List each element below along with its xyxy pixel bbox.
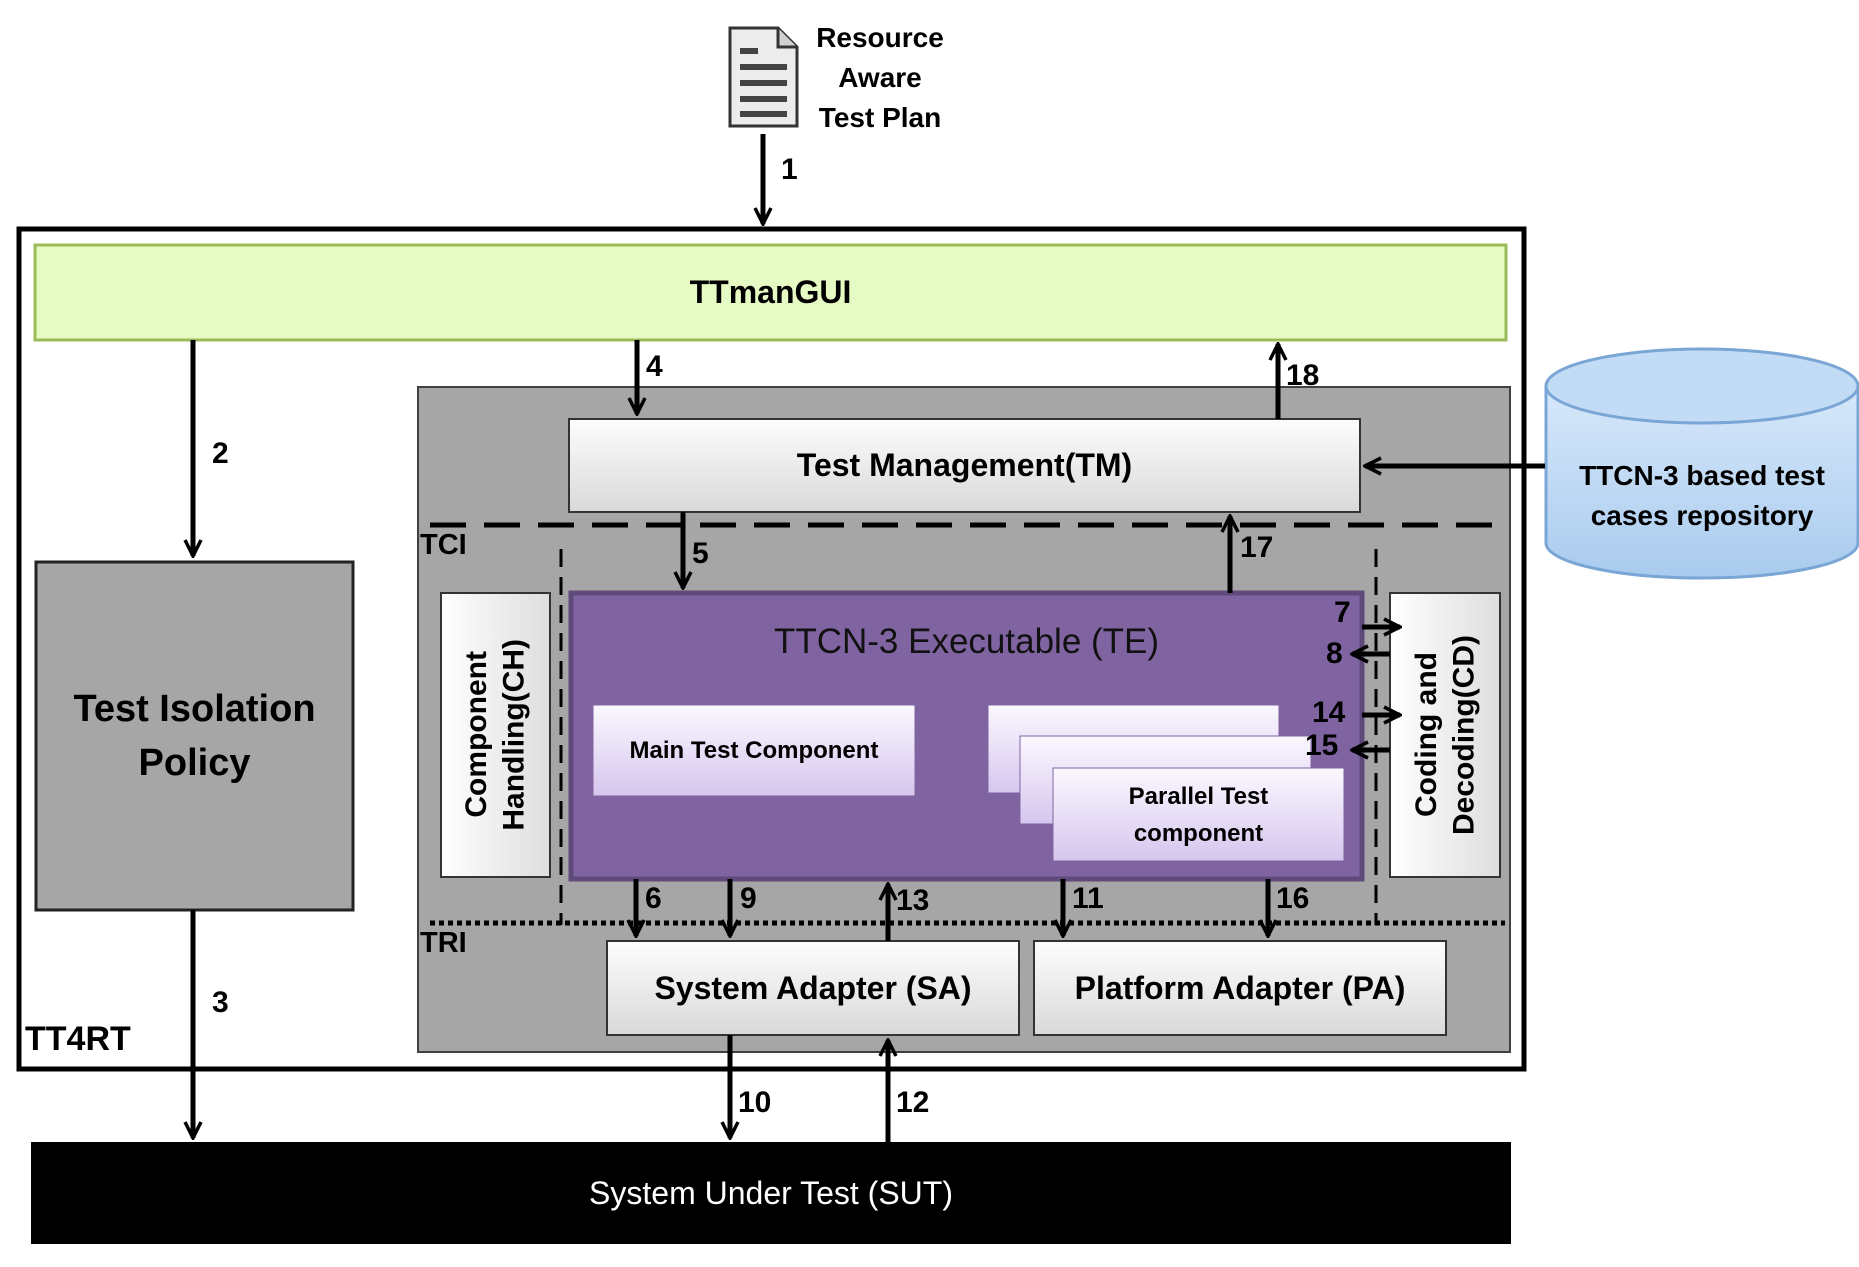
arrow-label-11: 11 [1072,882,1104,915]
arrow-label-10: 10 [738,1086,771,1119]
arrow-label-14: 14 [1312,696,1346,729]
coding-decoding-text: Coding and Decoding(CD) [1408,635,1483,835]
system-adapter-label: System Adapter (SA) [654,969,972,1006]
arrow-label-18: 18 [1286,359,1319,392]
coding-decoding-box [1389,592,1501,878]
platform-adapter-box [1033,940,1447,1036]
arrow-label-3: 3 [212,986,229,1019]
arrow-label-7: 7 [1334,596,1351,629]
tip-line-2: Policy [138,742,251,784]
main-test-component-label: Main Test Component [629,736,879,764]
platform-adapter-label: Platform Adapter (PA) [1074,969,1406,1006]
tci-label: TCI [420,529,467,561]
parallel-test-component-label: Parallel Test component [1053,768,1344,861]
tci-region-border [559,549,1378,925]
resource-line-2: Aware [838,62,922,93]
main-test-component-box [592,704,916,797]
document-icon [728,26,799,128]
component-handling-text: Component Handling(CH) [458,639,533,831]
arrow-label-12: 12 [896,1086,929,1119]
arrow-label-13: 13 [896,884,929,917]
arrow-label-15: 15 [1305,729,1338,762]
system-adapter-box [606,940,1020,1036]
repository-cylinder [1544,347,1859,580]
resource-line-1: Resource [816,22,944,53]
tt4rt-label: TT4RT [25,1020,131,1058]
arrow-label-16: 16 [1276,882,1309,915]
cd-line-1: Coding and [1409,652,1443,818]
ptc-line-1: Parallel Test [1128,782,1269,810]
repository-label: TTCN-3 based test cases repository [1546,442,1858,550]
tip-line-1: Test Isolation [73,688,316,730]
arrow-label-6: 6 [645,882,662,915]
test-management-box [568,418,1361,513]
component-handling-box [440,592,551,878]
coding-decoding-label: Coding and Decoding(CD) [1390,593,1500,877]
test-isolation-policy-label: Test Isolation Policy [36,562,353,910]
ttmangui-bar [33,243,1508,342]
sut-box [31,1142,1511,1244]
tri-label: TRI [420,927,467,959]
ttmangui-label: TTmanGUI [689,274,852,310]
arrow-label-8: 8 [1326,637,1343,670]
sut-label: System Under Test (SUT) [589,1174,953,1211]
te-title: TTCN-3 Executable (TE) [773,622,1160,661]
resource-line-3: Test Plan [818,102,942,133]
arrow-label-4: 4 [646,350,663,383]
arrow-label-2: 2 [212,437,229,470]
parallel-component-front [1052,767,1345,862]
test-management-label: Test Management(TM) [796,447,1133,483]
ch-line-2: Handling(CH) [497,639,531,831]
arrow-label-1: 1 [781,153,798,186]
arrow-label-5: 5 [692,537,709,570]
test-isolation-policy-box [34,560,355,912]
component-handling-label: Component Handling(CH) [441,593,550,877]
arrow-label-17: 17 [1240,531,1273,564]
repository-line-1: TTCN-3 based test [1579,460,1825,491]
ptc-line-2: component [1133,819,1264,847]
arrow-label-9: 9 [740,882,757,915]
resource-plan-label: Resource Aware Test Plan [805,18,955,138]
repository-line-2: cases repository [1590,500,1814,531]
ch-line-1: Component [460,651,493,819]
cd-line-2: Decoding(CD) [1447,635,1480,835]
